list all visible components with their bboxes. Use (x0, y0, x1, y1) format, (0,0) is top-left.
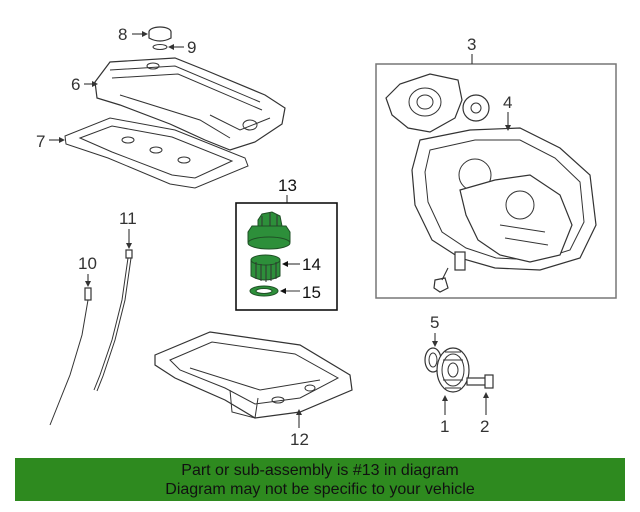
callout-11: 11 (119, 209, 137, 228)
callout-7: 7 (36, 132, 45, 151)
callout-4: 4 (503, 93, 512, 112)
arrow-15 (280, 288, 286, 294)
arrow-8 (142, 31, 148, 37)
arrow-9 (168, 44, 174, 50)
callout-3: 3 (467, 35, 476, 54)
arrow-11 (126, 243, 132, 249)
callout-2: 2 (480, 417, 489, 436)
callout-12: 12 (290, 430, 309, 449)
callout-9: 9 (187, 38, 196, 57)
callout-10: 10 (78, 254, 97, 273)
arrow-6 (92, 81, 98, 87)
callout-6: 6 (71, 75, 80, 94)
callout-15: 15 (302, 283, 321, 302)
part-8-oil-filler-cap[interactable] (148, 26, 172, 42)
callout-1: 1 (440, 417, 449, 436)
arrow-2 (483, 392, 489, 398)
part-3-timing-cover[interactable] (385, 73, 597, 293)
callout-13: 13 (278, 176, 297, 195)
part-3-group-box (375, 63, 617, 299)
part-13-group-box[interactable] (235, 202, 338, 311)
banner-line-2: Diagram may not be specific to your vehi… (165, 481, 475, 498)
part-12-oil-pan[interactable] (154, 331, 353, 419)
arrow-14 (282, 261, 288, 267)
part-2-bolt[interactable] (466, 374, 494, 389)
part-1-crankshaft-pulley[interactable] (436, 347, 470, 393)
callout-5: 5 (430, 313, 439, 332)
callout-8: 8 (118, 25, 127, 44)
part-6-valve-cover[interactable] (94, 57, 286, 151)
part-13-oil-filter-cap[interactable] (247, 211, 291, 250)
banner-line-1: Part or sub-assembly is #13 in diagram (181, 462, 459, 479)
arrow-12 (296, 409, 302, 415)
arrow-5 (432, 341, 438, 347)
part-14-oil-filter-element[interactable] (250, 254, 281, 282)
part-10-dipstick[interactable] (49, 287, 92, 426)
arrow-1 (442, 395, 448, 401)
part-9-seal[interactable] (152, 44, 168, 50)
arrow-10 (85, 281, 91, 287)
part-11-dipstick-tube[interactable] (93, 249, 133, 392)
info-banner: Part or sub-assembly is #13 in diagram D… (15, 458, 625, 501)
part-15-oil-filter-seal[interactable] (249, 285, 279, 297)
part-7-valve-cover-gasket[interactable] (64, 117, 249, 189)
arrow-4 (505, 125, 511, 131)
arrow-7 (59, 137, 65, 143)
callout-14: 14 (302, 255, 321, 274)
